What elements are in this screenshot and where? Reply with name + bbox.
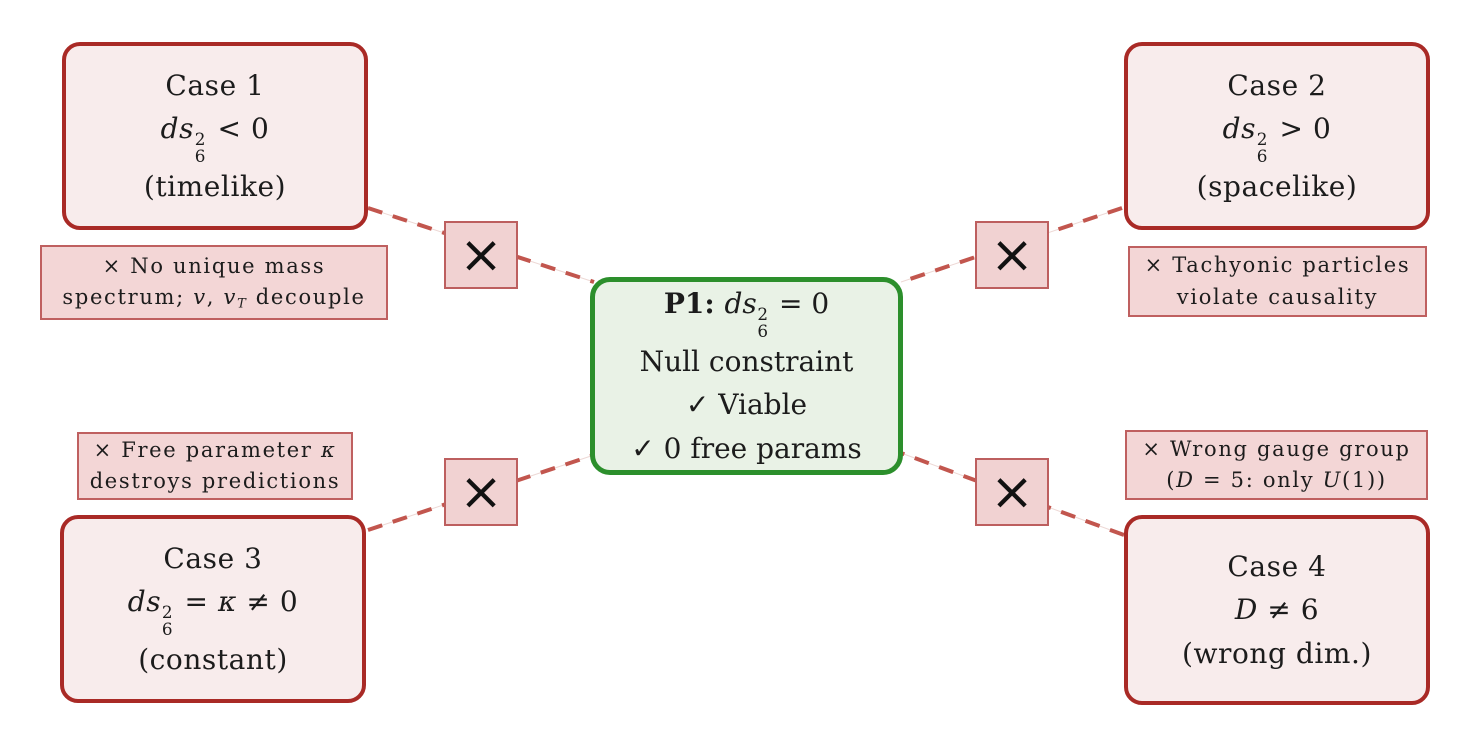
reject-cross-icon: ×	[975, 458, 1049, 526]
case-4-rejection-note: × Wrong gauge group(D = 5: only U(1))	[1125, 430, 1428, 500]
reject-cross-icon: ×	[975, 221, 1049, 289]
connector-case3-p1	[367, 453, 595, 532]
reject-cross-icon: ×	[444, 458, 518, 526]
reject-cross-icon: ×	[444, 221, 518, 289]
